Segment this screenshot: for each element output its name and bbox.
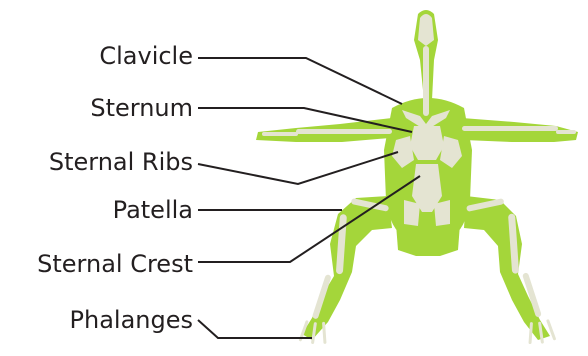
sternal-crest-label: Sternal Crest (37, 250, 193, 278)
phalanges-leader-line (198, 320, 312, 338)
clavicle-label: Clavicle (99, 42, 193, 70)
leader-lines (198, 58, 420, 338)
clavicle-leader-line (198, 58, 402, 104)
sternal-ribs-label: Sternal Ribs (49, 148, 193, 176)
sternal-ribs-leader-line (198, 152, 398, 184)
frog-bones (262, 14, 576, 344)
patella-label: Patella (113, 196, 193, 224)
phalanges-label: Phalanges (70, 306, 193, 334)
sternum-label: Sternum (90, 94, 193, 122)
